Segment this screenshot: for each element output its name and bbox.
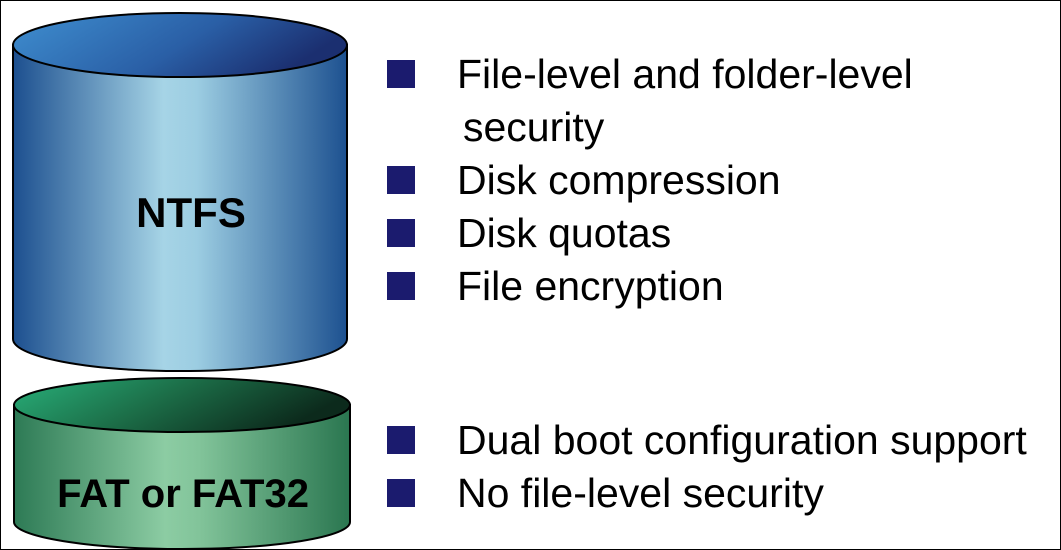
- feature-text: File encryption: [457, 263, 724, 309]
- list-item: File encryption: [387, 260, 913, 313]
- fat-label: FAT or FAT32: [57, 472, 309, 516]
- ntfs-cylinder: NTFS: [12, 12, 348, 372]
- fat-cylinder: FAT or FAT32: [13, 377, 351, 549]
- feature-text: Disk quotas: [457, 210, 672, 256]
- ntfs-cylinder-top: [12, 12, 348, 78]
- ntfs-cylinder-body: [12, 44, 348, 372]
- square-bullet-icon: [387, 479, 415, 507]
- list-item: Disk compression: [387, 154, 913, 207]
- square-bullet-icon: [387, 60, 415, 88]
- ntfs-feature-list: File-level and folder-level security Dis…: [387, 48, 913, 313]
- list-item: Dual boot configuration support: [387, 414, 1027, 467]
- list-item: Disk quotas: [387, 207, 913, 260]
- fat-cylinder-body: [13, 404, 351, 549]
- feature-text: No file-level security: [457, 470, 824, 516]
- feature-text-continuation: security: [463, 104, 605, 150]
- square-bullet-icon: [387, 166, 415, 194]
- feature-text: Dual boot configuration support: [457, 417, 1027, 463]
- fat-feature-list: Dual boot configuration support No file-…: [387, 414, 1027, 520]
- feature-text: File-level and folder-level: [457, 51, 913, 97]
- feature-text: Disk compression: [457, 157, 781, 203]
- ntfs-label: NTFS: [136, 189, 246, 236]
- square-bullet-icon: [387, 219, 415, 247]
- list-item: No file-level security: [387, 467, 1027, 520]
- fat-cylinder-top: [13, 377, 351, 433]
- list-item: File-level and folder-level security: [387, 48, 913, 154]
- square-bullet-icon: [387, 426, 415, 454]
- square-bullet-icon: [387, 272, 415, 300]
